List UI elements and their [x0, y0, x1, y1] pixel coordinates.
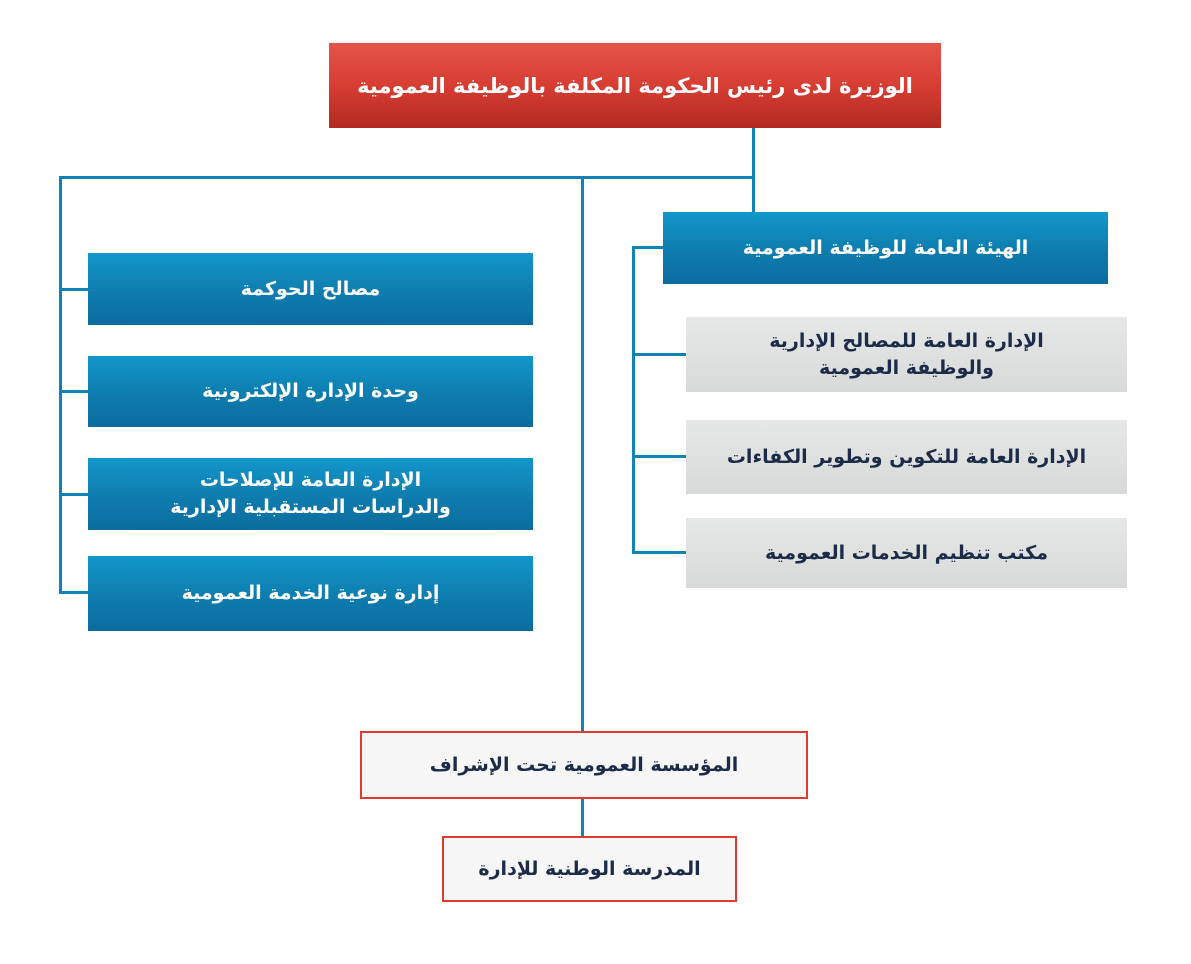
- connector-left-stub-4: [59, 591, 88, 594]
- node-reforms-directorate-line1: الإدارة العامة للإصلاحات: [199, 469, 422, 491]
- node-reforms-directorate-line2: والدراسات المستقبلية الإدارية: [170, 496, 451, 518]
- connector-right-stub-3: [632, 551, 686, 554]
- node-supervised-public-institution-label: المؤسسة العمومية تحت الإشراف: [429, 754, 739, 776]
- node-admin-services-directorate-line2: والوظيفة العمومية: [819, 356, 994, 379]
- node-public-services-office: مكتب تنظيم الخدمات العمومية: [686, 518, 1127, 588]
- connector-right-head-stub: [632, 246, 663, 249]
- connector-left-stub-2: [59, 390, 88, 393]
- node-service-quality-directorate: إدارة نوعية الخدمة العمومية: [88, 556, 533, 631]
- node-e-administration-unit-label: وحدة الإدارة الإلكترونية: [202, 380, 419, 402]
- node-reforms-directorate: الإدارة العامة للإصلاحات والدراسات المست…: [88, 458, 533, 530]
- node-admin-services-directorate: الإدارة العامة للمصالح الإدارية والوظيفة…: [686, 317, 1127, 392]
- node-governance-services: مصالح الحوكمة: [88, 253, 533, 325]
- connector-right-stub-2: [632, 455, 686, 458]
- node-public-services-office-label: مكتب تنظيم الخدمات العمومية: [765, 541, 1048, 564]
- node-training-directorate: الإدارة العامة للتكوين وتطوير الكفاءات: [686, 420, 1127, 494]
- node-public-service-authority-label: الهيئة العامة للوظيفة العمومية: [742, 236, 1029, 259]
- connector-left-rail: [59, 176, 62, 594]
- connector-center-vertical: [581, 176, 584, 731]
- node-public-service-authority: الهيئة العامة للوظيفة العمومية: [663, 212, 1108, 284]
- node-admin-services-directorate-line1: الإدارة العامة للمصالح الإدارية: [769, 329, 1044, 352]
- node-national-school-administration-label: المدرسة الوطنية للإدارة: [478, 858, 701, 880]
- connector-right-rail: [632, 247, 635, 554]
- connector-bottom-vertical: [581, 799, 584, 837]
- node-minister-label: الوزيرة لدى رئيس الحكومة المكلفة بالوظيف…: [357, 73, 913, 98]
- node-governance-services-label: مصالح الحوكمة: [240, 277, 381, 300]
- node-minister: الوزيرة لدى رئيس الحكومة المكلفة بالوظيف…: [329, 43, 941, 128]
- connector-left-stub-3: [59, 493, 88, 496]
- node-e-administration-unit: وحدة الإدارة الإلكترونية: [88, 356, 533, 427]
- connector-root-vertical: [752, 128, 755, 212]
- node-training-directorate-label: الإدارة العامة للتكوين وتطوير الكفاءات: [726, 445, 1087, 468]
- node-national-school-administration: المدرسة الوطنية للإدارة: [442, 836, 737, 902]
- node-service-quality-directorate-label: إدارة نوعية الخدمة العمومية: [181, 582, 440, 604]
- connector-main-horizontal: [59, 176, 755, 179]
- connector-right-stub-1: [632, 353, 686, 356]
- connector-left-stub-1: [59, 288, 88, 291]
- node-supervised-public-institution: المؤسسة العمومية تحت الإشراف: [360, 731, 808, 799]
